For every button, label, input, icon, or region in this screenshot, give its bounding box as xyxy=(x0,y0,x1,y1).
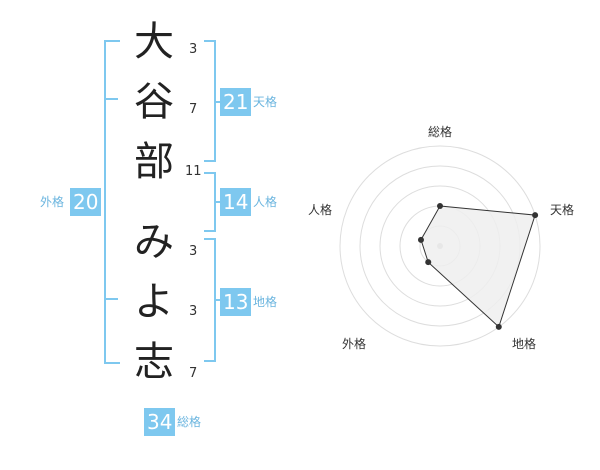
tenkaku-label: 天格 xyxy=(253,95,278,109)
gaikaku-label: 外格 xyxy=(40,195,65,209)
radar-point-2 xyxy=(532,212,539,219)
radar-axis-label-tenkaku: 天格 xyxy=(550,203,575,217)
stroke-count-5: 3 xyxy=(189,304,198,319)
stroke-count-6: 7 xyxy=(189,366,198,381)
radar-point-3 xyxy=(495,323,502,330)
tenkaku-value: 21 xyxy=(220,88,252,116)
name-char-2: 谷 xyxy=(134,79,174,125)
tenkaku-connector xyxy=(214,101,222,103)
name-char-4: み xyxy=(134,219,174,265)
gaikaku-value: 20 xyxy=(70,188,102,216)
radar-axis-label-soukaku: 総格 xyxy=(428,125,453,139)
name-char-1: 大 xyxy=(134,19,174,65)
name-char-6: 志 xyxy=(134,339,174,385)
stroke-count-2: 7 xyxy=(189,102,198,117)
radar-axis-label-gaikaku: 外格 xyxy=(342,337,367,351)
radar-grid-ring xyxy=(339,145,541,347)
name-char-5: よ xyxy=(134,279,174,325)
radar-data-area xyxy=(420,205,536,328)
radar-point-5 xyxy=(417,236,424,243)
jinkaku-connector xyxy=(214,201,222,203)
radar-point-1 xyxy=(437,203,443,209)
gaikaku-tick xyxy=(104,98,118,100)
soukaku-value: 34 xyxy=(144,408,176,436)
gaikaku-bracket xyxy=(104,40,120,364)
chikaku-value: 13 xyxy=(220,288,252,316)
stroke-count-3: 11 xyxy=(185,164,202,179)
name-char-3: 部 xyxy=(134,139,174,185)
radar-data-points xyxy=(417,203,539,330)
stroke-count-1: 3 xyxy=(189,42,198,57)
chikaku-connector xyxy=(214,299,222,301)
chikaku-label: 地格 xyxy=(253,295,278,309)
gaikaku-tick xyxy=(104,298,118,300)
radar-axis-label-chikaku: 地格 xyxy=(512,337,537,351)
jinkaku-value: 14 xyxy=(220,188,252,216)
stroke-count-4: 3 xyxy=(189,244,198,259)
jinkaku-label: 人格 xyxy=(253,195,278,209)
radar-axis-label-jinkaku: 人格 xyxy=(308,203,333,217)
radar-point-4 xyxy=(425,259,432,266)
soukaku-label: 総格 xyxy=(177,415,202,429)
